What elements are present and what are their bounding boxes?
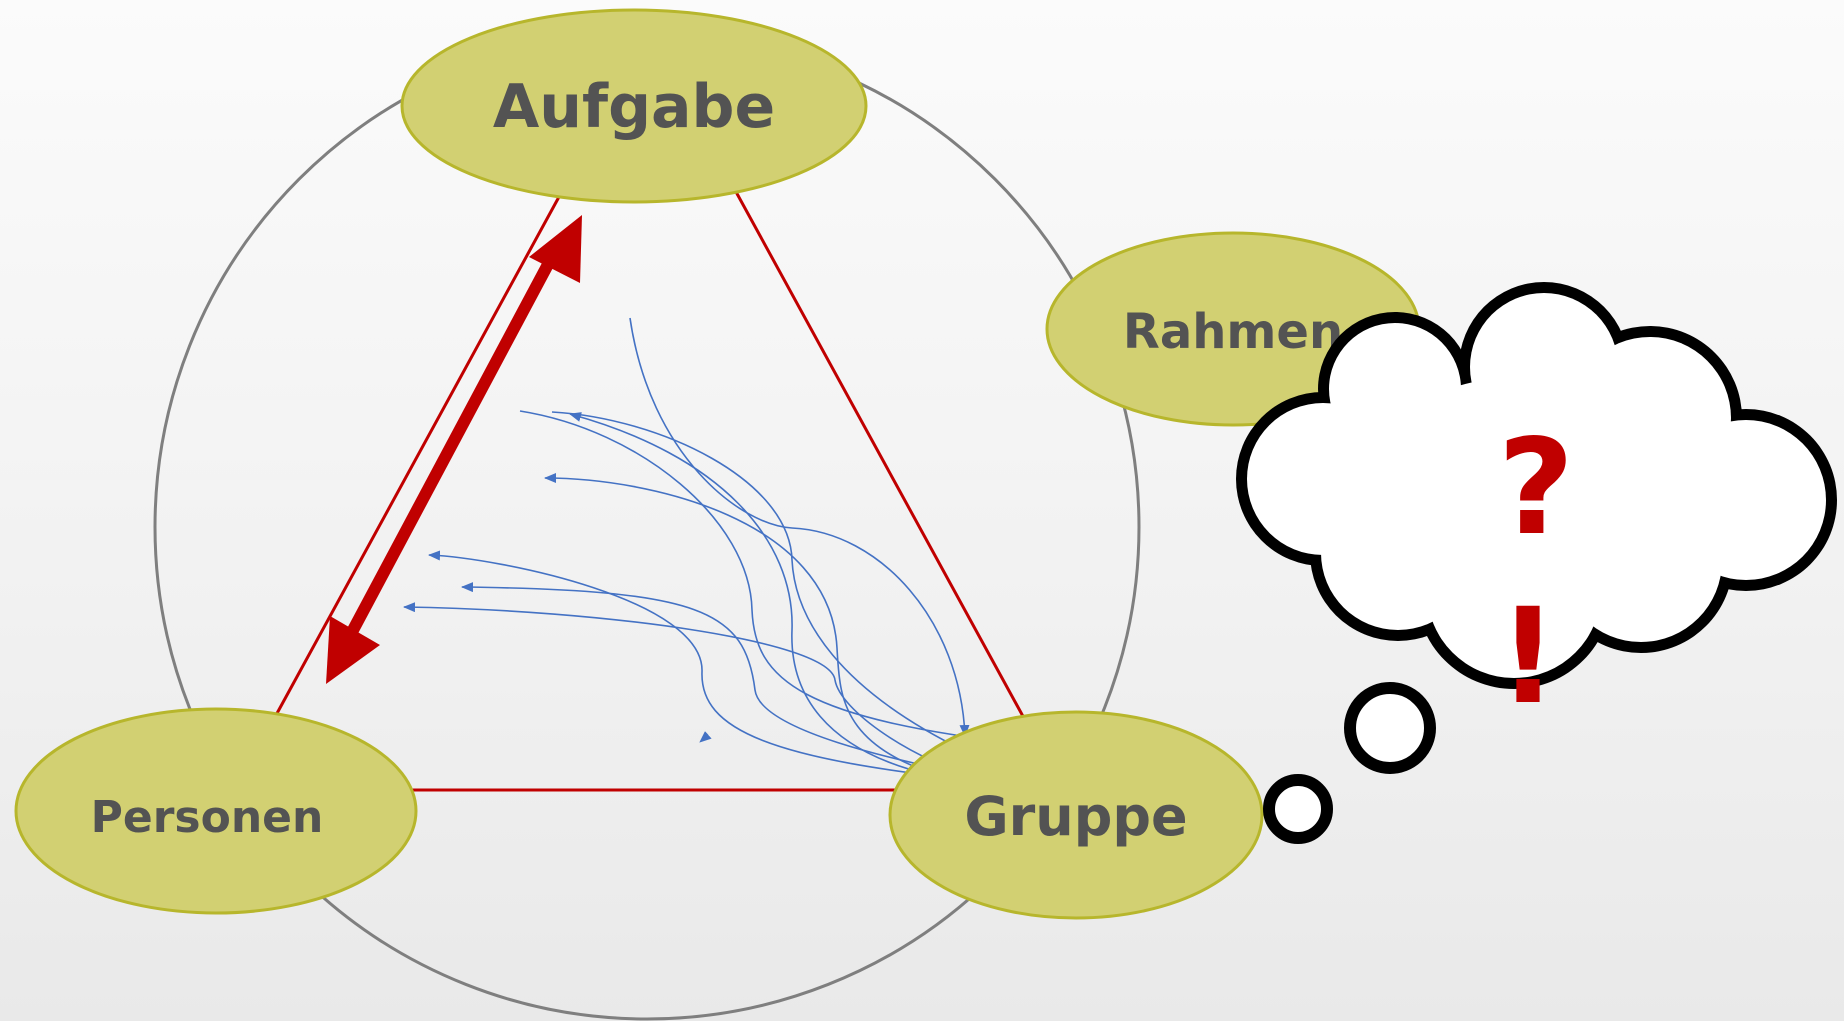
flow-arrow <box>551 411 966 752</box>
thought-cloud: ? ! <box>1236 282 1837 844</box>
cloud-shape <box>1236 282 1837 689</box>
main-arrow-shaft <box>346 252 559 635</box>
main-arrow-head-up <box>529 215 582 283</box>
triangle <box>273 189 1027 792</box>
main-arrow-head-down <box>326 616 380 684</box>
interaction-arrows <box>403 317 1041 786</box>
node-personen-label: Personen <box>91 792 324 843</box>
node-gruppe: Gruppe <box>888 710 1264 920</box>
thought-question-mark: ? <box>1498 411 1575 565</box>
thought-exclamation-mark: ! <box>1498 580 1558 734</box>
triangle-edge-aufgabe-personen <box>273 194 562 718</box>
flow-arrow <box>461 582 996 781</box>
flow-arrow <box>629 317 970 737</box>
node-aufgabe-ellipse <box>400 8 868 204</box>
main-double-arrow <box>326 215 582 684</box>
node-aufgabe-label: Aufgabe <box>493 72 775 142</box>
node-aufgabe: Aufgabe <box>400 8 868 204</box>
node-rahmen-label: Rahmen <box>1123 304 1343 360</box>
thought-bubble-small <box>1263 774 1333 844</box>
flow-arrow <box>544 473 976 786</box>
flow-arrow <box>403 602 993 784</box>
flow-arrow <box>699 731 712 743</box>
node-gruppe-label: Gruppe <box>964 785 1187 848</box>
flow-arrow <box>428 550 991 783</box>
triangle-edge-aufgabe-gruppe <box>733 189 1027 721</box>
thought-bubble-medium <box>1344 682 1436 774</box>
flow-arrow <box>569 412 971 783</box>
node-gruppe-ellipse <box>888 710 1264 920</box>
node-personen: Personen <box>14 707 418 915</box>
node-personen-ellipse <box>14 707 418 915</box>
flow-arrow <box>519 410 1041 750</box>
